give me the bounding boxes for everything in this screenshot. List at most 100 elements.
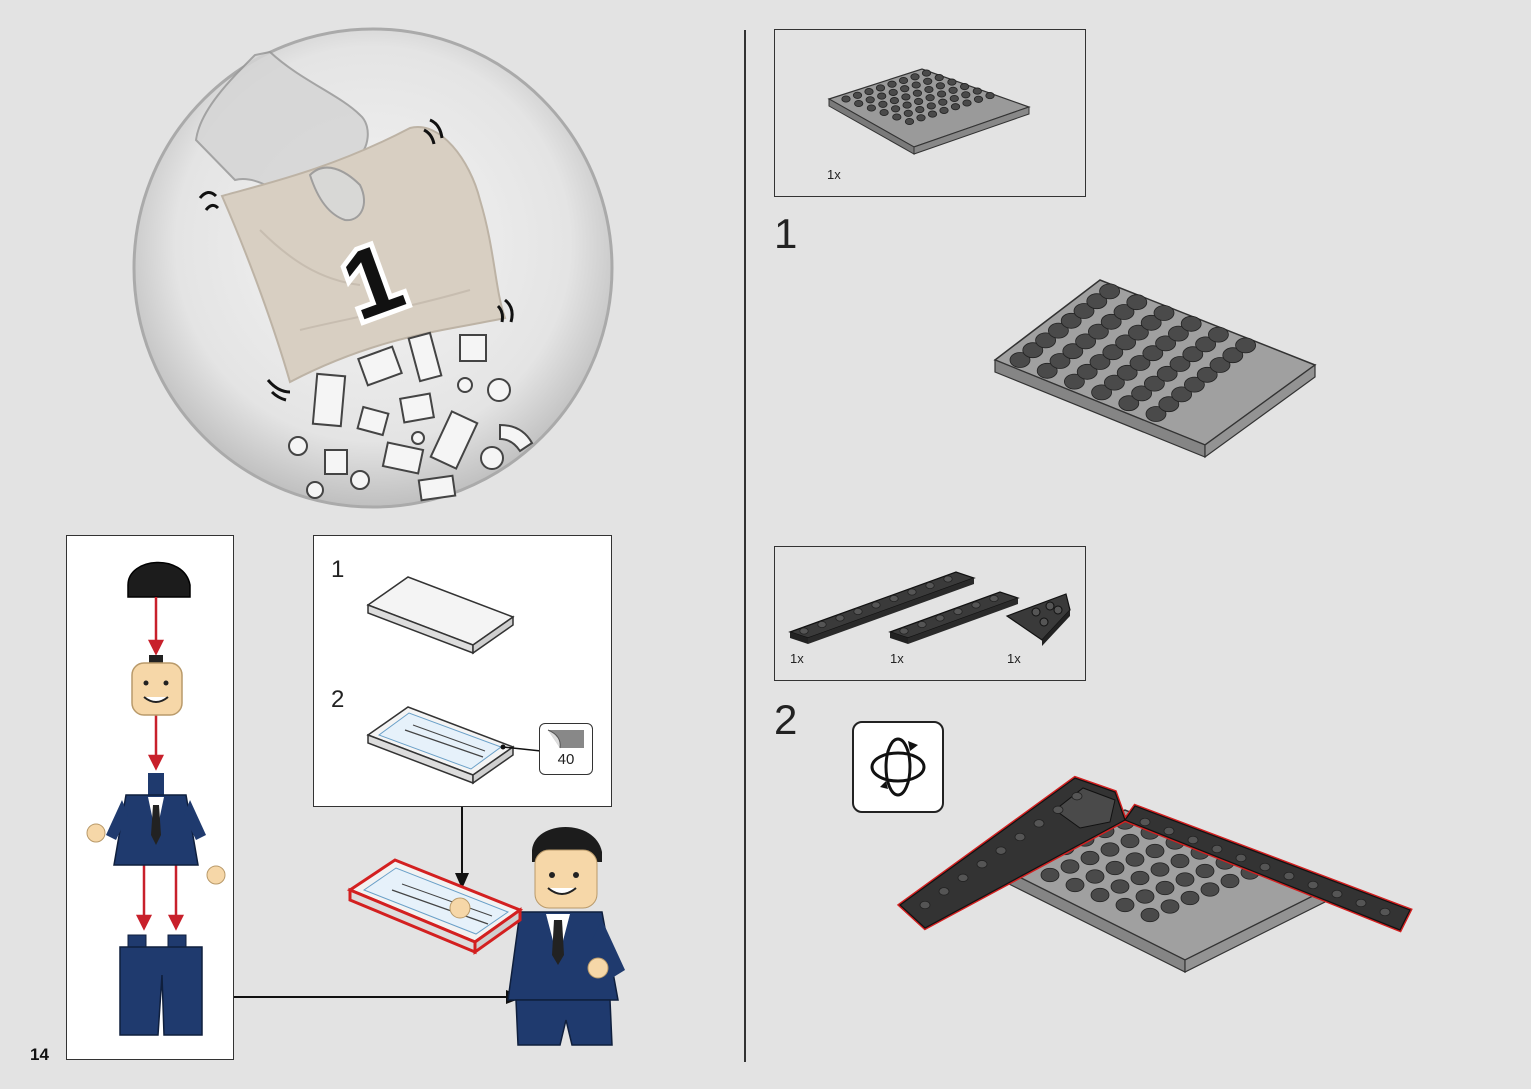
stud xyxy=(1207,326,1229,343)
stud xyxy=(1062,343,1084,360)
stud xyxy=(960,83,970,91)
stud xyxy=(949,94,959,103)
stud xyxy=(938,98,948,106)
built-minifig-with-cheque xyxy=(346,827,625,1046)
stud xyxy=(1091,384,1112,401)
stud xyxy=(1022,342,1044,359)
stud xyxy=(1379,907,1391,917)
parts-box-2-quantity-c: 1x xyxy=(1007,651,1021,666)
stud xyxy=(915,106,925,114)
stud xyxy=(939,106,949,114)
stud xyxy=(1100,313,1122,330)
stud xyxy=(1196,366,1218,383)
step-2-number: 2 xyxy=(774,696,798,743)
stud xyxy=(1060,312,1082,329)
stud xyxy=(938,887,950,896)
stud xyxy=(865,96,875,104)
stud xyxy=(1163,826,1175,836)
stud xyxy=(926,102,936,110)
stud xyxy=(892,113,902,121)
stud xyxy=(957,873,969,882)
stud xyxy=(1076,363,1098,380)
parts-box-step-2 xyxy=(774,546,1086,681)
stud xyxy=(1113,304,1135,320)
stud xyxy=(1105,860,1125,876)
stud xyxy=(1145,843,1165,859)
stud xyxy=(1171,386,1193,403)
stud xyxy=(1140,907,1160,923)
stud xyxy=(911,81,921,89)
tile-illustration xyxy=(366,576,542,785)
sticker-sub-step-2: 2 xyxy=(331,686,345,713)
stud xyxy=(1131,385,1153,402)
stud xyxy=(1040,867,1060,883)
stud xyxy=(962,99,972,107)
stud xyxy=(971,601,981,609)
stud xyxy=(1014,832,1026,842)
stud xyxy=(1125,852,1145,867)
stud xyxy=(879,108,889,117)
stud xyxy=(903,109,913,117)
stud xyxy=(1127,324,1149,341)
stud xyxy=(1116,364,1138,381)
stud xyxy=(973,95,984,103)
stud xyxy=(1120,833,1140,849)
stud xyxy=(1110,879,1130,894)
stud xyxy=(1142,345,1164,362)
stud xyxy=(935,614,945,622)
stud xyxy=(935,82,945,90)
stud xyxy=(927,110,938,118)
stud xyxy=(1155,880,1175,896)
stud xyxy=(817,620,827,629)
sticker-sheet-badge: 40 xyxy=(539,723,593,775)
stud xyxy=(1129,355,1151,371)
stud xyxy=(1209,357,1231,373)
stud xyxy=(976,860,988,869)
stud xyxy=(1064,373,1085,390)
stud xyxy=(1222,347,1244,364)
stud xyxy=(1169,356,1191,372)
stud xyxy=(937,90,947,98)
stud xyxy=(878,100,888,108)
stud xyxy=(1167,325,1189,342)
stud xyxy=(887,80,897,88)
stud xyxy=(1153,305,1175,321)
stud xyxy=(1130,870,1150,886)
stud xyxy=(875,84,886,92)
stud xyxy=(852,91,863,99)
page-number: 14 xyxy=(30,1045,49,1064)
stud xyxy=(1143,375,1165,392)
stud xyxy=(989,594,999,603)
stud xyxy=(1065,877,1085,893)
stud xyxy=(923,77,933,85)
stud xyxy=(910,73,920,81)
stud xyxy=(1182,346,1204,363)
stud xyxy=(1139,817,1151,827)
stud xyxy=(912,89,922,97)
stud xyxy=(995,846,1007,855)
stud xyxy=(1140,314,1162,331)
stud xyxy=(924,85,934,94)
stud xyxy=(1175,872,1195,887)
stud xyxy=(1073,303,1095,319)
stud xyxy=(1259,862,1271,872)
stud xyxy=(835,614,845,622)
stud xyxy=(1104,374,1125,391)
stud xyxy=(1211,844,1223,854)
stud xyxy=(1090,887,1110,903)
stud xyxy=(1115,334,1137,351)
stud xyxy=(972,87,982,95)
stud xyxy=(889,97,900,105)
stud xyxy=(1089,354,1111,370)
stud xyxy=(1049,353,1071,369)
step-2-assembly-illustration xyxy=(896,775,1413,973)
stud xyxy=(889,594,899,603)
stud xyxy=(1009,352,1031,368)
rotate-model-icon xyxy=(852,721,944,813)
stud xyxy=(1187,835,1199,845)
stud xyxy=(1115,897,1135,913)
parts-box-2-quantity-b: 1x xyxy=(890,651,904,666)
stud xyxy=(1183,376,1205,393)
stud xyxy=(934,74,944,82)
stud xyxy=(1080,850,1100,866)
